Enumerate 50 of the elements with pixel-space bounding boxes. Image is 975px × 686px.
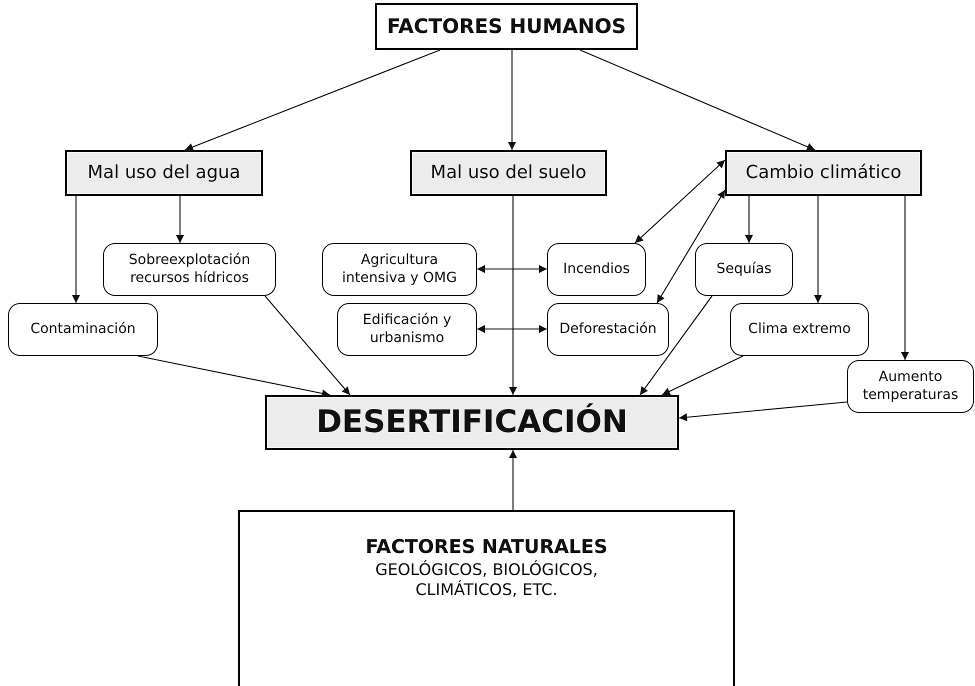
process-box bbox=[238, 510, 735, 686]
rounded-box bbox=[547, 303, 669, 356]
node-label: Contaminación bbox=[30, 320, 136, 338]
process-box bbox=[265, 395, 679, 450]
arrow bbox=[477, 265, 547, 273]
node-label: Deforestación bbox=[559, 320, 657, 338]
rounded-box bbox=[695, 243, 793, 296]
arrow bbox=[678, 401, 848, 422]
node-label: Mal uso del suelo bbox=[430, 162, 586, 184]
node-subtext: GEOLÓGICOS, BIOLÓGICOS, CLIMÁTICOS, ETC. bbox=[374, 560, 599, 600]
node-label: Cambio climático bbox=[746, 162, 902, 184]
node-label: Sequías bbox=[716, 260, 772, 278]
arrow bbox=[138, 355, 330, 398]
arrow bbox=[264, 296, 350, 396]
arrow bbox=[477, 325, 547, 333]
node-label: Sobreexplotación recursos hídricos bbox=[128, 252, 252, 287]
process-box bbox=[65, 150, 263, 196]
rounded-box bbox=[322, 243, 477, 296]
node-label: FACTORES NATURALES bbox=[365, 536, 608, 560]
node-label: Aumento temperaturas bbox=[862, 369, 960, 404]
arrow bbox=[640, 296, 712, 396]
arrow bbox=[662, 356, 744, 396]
arrow bbox=[901, 196, 909, 360]
arrow bbox=[509, 196, 517, 395]
arrow bbox=[72, 196, 80, 303]
arrow bbox=[814, 196, 822, 303]
node-label: FACTORES HUMANOS bbox=[386, 14, 626, 39]
rounded-box bbox=[337, 303, 477, 356]
node-label: Edificación y urbanismo bbox=[362, 312, 452, 347]
arrow bbox=[634, 160, 726, 244]
arrow bbox=[508, 50, 516, 150]
arrow bbox=[745, 196, 753, 243]
process-box bbox=[725, 150, 922, 196]
arrow bbox=[509, 450, 517, 510]
process-box bbox=[375, 3, 638, 50]
arrow bbox=[656, 190, 726, 304]
node-label: Clima extremo bbox=[748, 320, 851, 338]
arrow bbox=[580, 50, 816, 151]
node-label: DESERTIFICACIÓN bbox=[316, 403, 628, 442]
node-label: Incendios bbox=[563, 260, 630, 278]
rounded-box bbox=[8, 303, 158, 356]
rounded-box bbox=[103, 243, 276, 296]
rounded-box bbox=[547, 243, 646, 296]
rounded-box bbox=[730, 303, 869, 356]
rounded-box bbox=[847, 360, 974, 413]
arrow bbox=[176, 196, 184, 243]
node-label: Mal uso del agua bbox=[88, 162, 240, 184]
arrow bbox=[184, 49, 440, 151]
node-label: Agricultura intensiva y OMG bbox=[341, 252, 458, 287]
process-box bbox=[410, 150, 607, 196]
